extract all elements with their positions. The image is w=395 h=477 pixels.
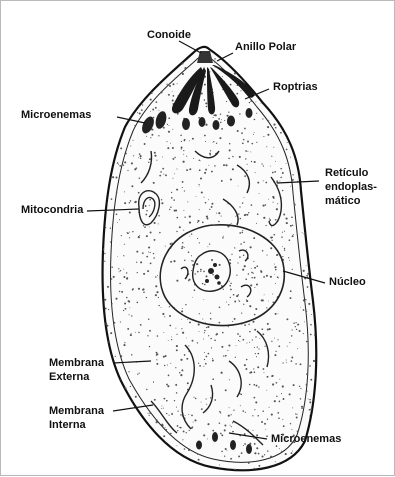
label-reticulo-line2: endoplas-: [325, 181, 377, 193]
label-nucleo: Núcleo: [329, 276, 366, 288]
label-membrana-externa-line2: Externa: [49, 371, 89, 383]
label-anillo-polar: Anillo Polar: [235, 41, 296, 53]
label-conoide: Conoide: [147, 29, 191, 41]
label-reticulo-line1: Retículo: [325, 167, 368, 179]
label-microenemas-bottom: Microenemas: [271, 433, 341, 445]
label-roptrias: Roptrias: [273, 81, 318, 93]
label-reticulo-line3: mático: [325, 195, 360, 207]
label-membrana-externa-line1: Membrana: [49, 357, 104, 369]
label-mitocondria: Mitocondria: [21, 204, 83, 216]
label-membrana-interna-line1: Membrana: [49, 405, 104, 417]
label-microenemas-top: Microenemas: [21, 109, 91, 121]
label-membrana-interna-line2: Interna: [49, 419, 86, 431]
